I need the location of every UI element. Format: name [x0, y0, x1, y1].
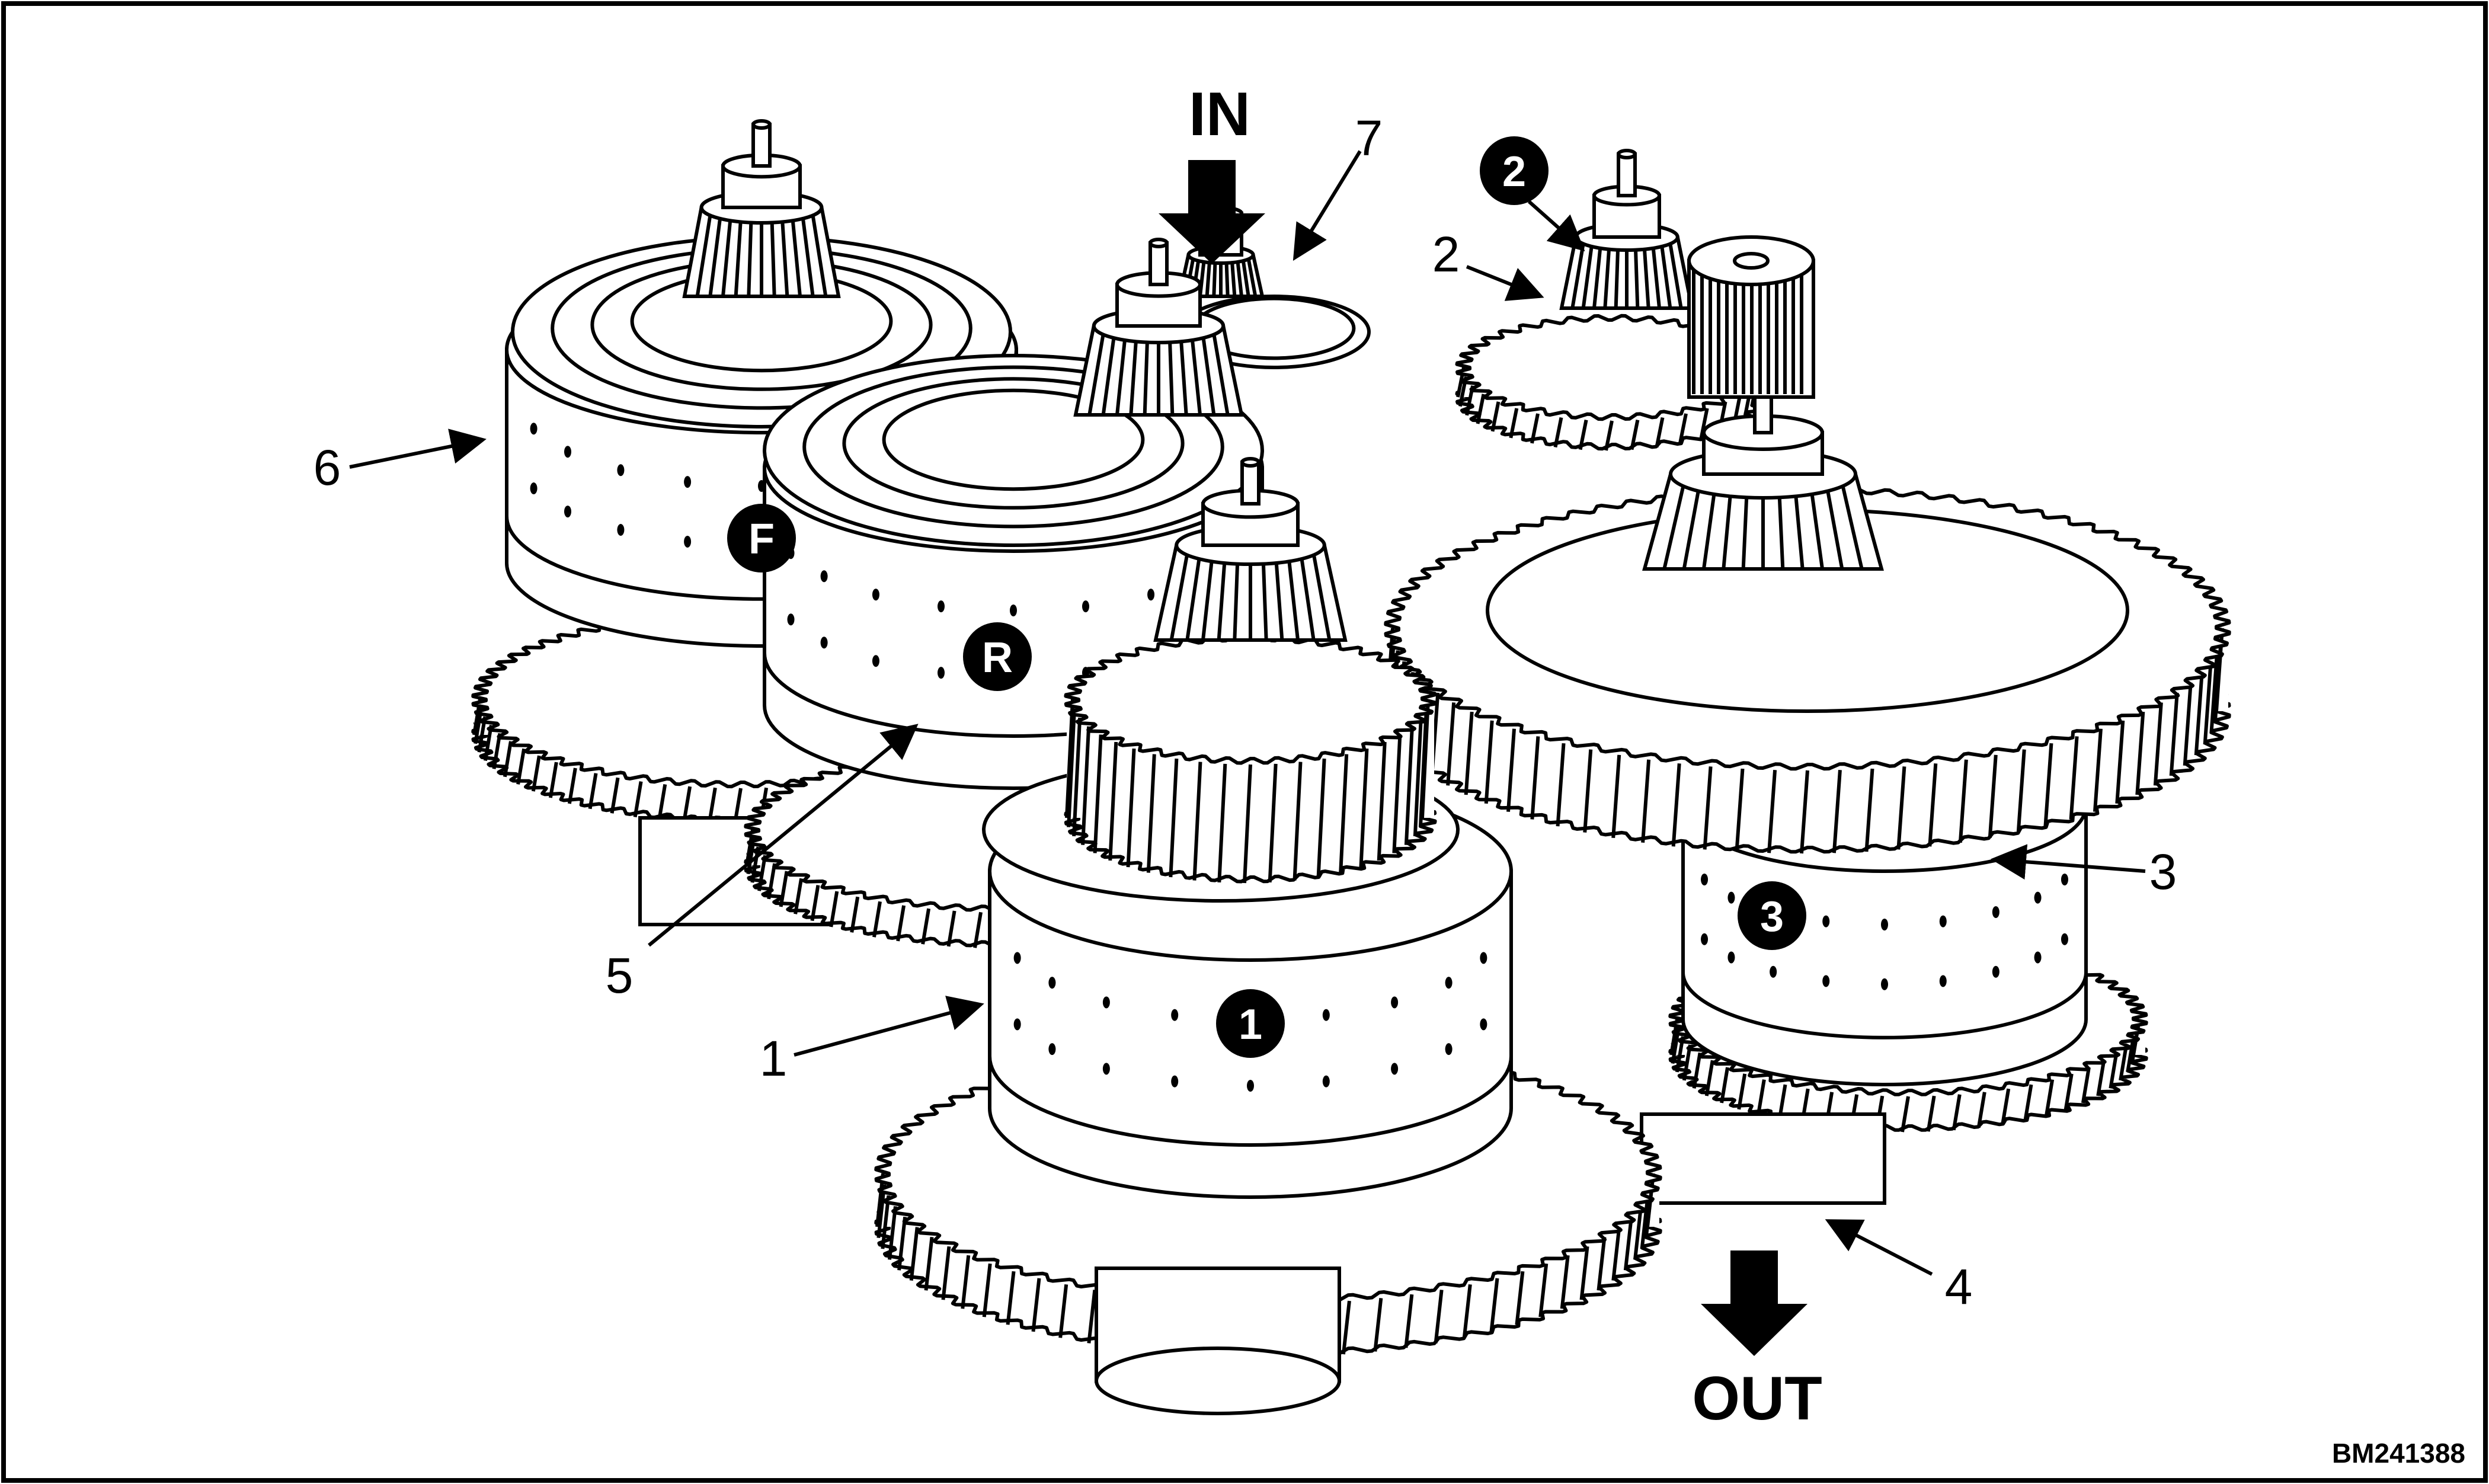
callout-7: 7: [1355, 110, 1383, 166]
callout-2-badge-leader: [1528, 200, 1585, 251]
callout-7-leader: [1293, 150, 1362, 261]
callout-6-leader: [349, 428, 487, 469]
badge-forward-clutch: F: [727, 504, 796, 573]
svg-text:3: 3: [1760, 893, 1784, 941]
callout-2-leader: [1466, 265, 1544, 301]
svg-text:1: 1: [1239, 1001, 1262, 1048]
callout-1-leader: [794, 996, 984, 1057]
svg-text:R: R: [982, 634, 1013, 682]
output-flow-arrow: [1701, 1250, 1807, 1356]
gear-assembly-illustration: [471, 119, 2231, 1415]
badge-first-clutch: 1: [1216, 989, 1285, 1058]
input-flow-arrow: [1159, 160, 1265, 264]
callout-3-leader: [1991, 844, 2146, 880]
callout-5: 5: [606, 948, 634, 1003]
callout-1: 1: [760, 1031, 788, 1086]
callout-4-leader: [1825, 1219, 1933, 1276]
callout-6: 6: [313, 440, 341, 495]
svg-text:F: F: [748, 516, 775, 563]
svg-text:2: 2: [1502, 148, 1526, 196]
badge-third-clutch: 3: [1738, 881, 1806, 950]
callout-2: 2: [1432, 226, 1460, 282]
badge-second-clutch: 2: [1480, 136, 1549, 205]
badge-reverse-clutch: R: [963, 622, 1032, 691]
callout-5-leader: [648, 724, 919, 947]
callout-4: 4: [1945, 1259, 1973, 1315]
out-label: OUT: [1692, 1364, 1822, 1433]
figure-id: BM241388: [2332, 1438, 2465, 1469]
callout-3: 3: [2149, 844, 2177, 900]
first-clutch-pack: [874, 457, 1662, 1415]
in-label: IN: [1189, 80, 1250, 149]
